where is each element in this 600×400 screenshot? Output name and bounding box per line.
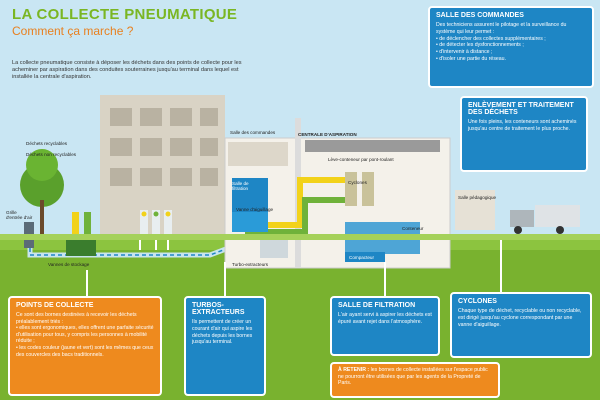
box-turbo-title: TURBOS-EXTRACTEURS [192,302,245,316]
label-conteneur: Conteneur [402,226,424,231]
borne-non-recyclable [84,212,91,236]
compactor [345,252,385,262]
label-dechets-recyclables: Déchets recyclables [26,141,68,146]
box-salle-commandes-list: de déclencher des collectes supplémentai… [436,36,586,63]
box-filtration: SALLE DE FILTRATION L'air ayant servi à … [330,296,440,356]
box-cyclones-text: Chaque type de déchet, recyclable ou non… [458,308,582,328]
box-retenir-text: les bornes de collecte installées sur l'… [338,367,488,387]
label-vanne-aiguillage: Vanne d'aiguillage [236,207,274,212]
label-vannes-stockage: Vannes de stockage [48,262,90,267]
list-item: d'isoler une partie du réseau. [436,56,586,63]
label-turbo-extracteurs: Turbo-extracteurs [232,262,269,267]
page-subtitle: Comment ça marche ? [12,24,134,38]
cyclone-1 [345,172,357,206]
box-retenir-title: À RETENIR : [338,367,370,373]
connector-filtration [384,262,386,296]
airflow-arrows [29,239,251,256]
box-salle-commandes: SALLE DES COMMANDES Des techniciens assu… [428,6,594,88]
box-turbo-text: Ils permettent de créer un courant d'air… [192,319,253,346]
label-grille: Grille d'entrée d'air [6,210,33,221]
yellow-duct [245,177,345,228]
label-leve-conteneur: Lève-conteneur par pont-roulant [328,157,394,162]
box-retenir: À RETENIR : les bornes de collecte insta… [330,362,500,398]
truck [535,205,580,227]
label-salle-filtration: Salle de filtration [232,181,249,192]
connector-cyclones [500,240,502,292]
cyclone-2 [362,172,374,206]
box-enlevement: ENLÈVEMENT ET TRAITEMENT DES DÉCHETS Une… [460,96,588,172]
box-cyclones: CYCLONES Chaque type de déchet, recyclab… [450,292,592,358]
control-room [228,142,288,166]
box-points-collecte: POINTS DE COLLECTE Ce sont des bornes de… [8,296,162,396]
list-item: elles sont ergonomiques, elles offrent u… [16,325,154,345]
page-title: LA COLLECTE PNEUMATIQUE [12,6,238,23]
overhead-crane [305,140,440,152]
list-item: les codes couleur (jaune et vert) sont l… [16,345,154,358]
intro-text: La collecte pneumatique consiste à dépos… [12,60,242,80]
label-dechets-non-recyclables: Déchets non recyclables [26,152,77,157]
label-salle-pedagogique: Salle pédagogique [458,195,497,200]
box-enlevement-text: Une fois pleins, les conteneurs sont ach… [468,119,577,132]
box-points-collecte-list: elles sont ergonomiques, elles offrent u… [16,325,154,358]
borne-recyclable [72,212,79,236]
connector-points [86,270,88,296]
label-cyclones: Cyclones [348,180,367,185]
courtyard-bornes [140,210,172,240]
box-enlevement-title: ENLÈVEMENT ET TRAITEMENT DES DÉCHETS [468,102,574,116]
connector-turbo [224,262,226,296]
list-item: de déclencher des collectes supplémentai… [436,36,586,43]
label-salle-commandes: Salle des commandes [230,130,276,135]
filtration-unit [232,178,268,212]
list-item: de détecter les dysfonctionnements ; [436,42,586,49]
box-cyclones-title: CYCLONES [458,298,497,305]
box-filtration-text: L'air ayant servi à aspirer les déchets … [338,312,432,325]
pedagogical-room [455,190,495,230]
box-points-collecte-text: Ce sont des bornes destinées à recevoir … [16,312,137,325]
box-points-collecte-title: POINTS DE COLLECTE [16,302,94,309]
storage-valves [66,236,96,256]
box-turbo: TURBOS-EXTRACTEURS Ils permettent de cré… [184,296,266,396]
turbo-extractor [260,238,288,258]
box-filtration-title: SALLE DE FILTRATION [338,302,416,309]
label-compacteur: Compacteur [349,255,375,260]
list-item: d'intervenir à distance ; [436,49,586,56]
building-windows [110,108,218,186]
green-duct [245,197,345,235]
box-salle-commandes-text: Des techniciens assurent le pilotage et … [436,22,567,35]
box-salle-commandes-title: SALLE DES COMMANDES [436,12,524,19]
label-centrale: CENTRALE D'ASPIRATION [298,132,357,137]
